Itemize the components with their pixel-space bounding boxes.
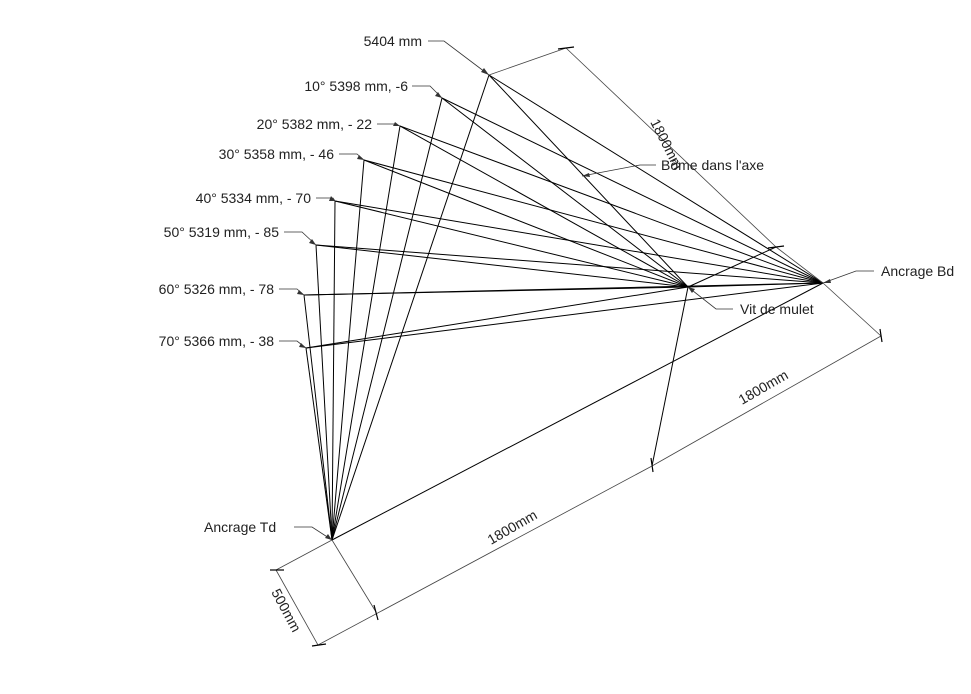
label-30deg: 30° 5358 mm, - 46 bbox=[219, 146, 335, 162]
label-boom: Bôme dans l'axe bbox=[661, 157, 764, 173]
dimension-left bbox=[270, 539, 333, 647]
dimension-right-label: 1800mm bbox=[736, 367, 791, 408]
label-gooseneck: Vit de mulet bbox=[740, 301, 814, 317]
leaders bbox=[279, 40, 874, 541]
label-50deg: 50° 5319 mm, - 85 bbox=[164, 224, 280, 240]
gooseneck-line bbox=[651, 286, 689, 467]
base-line bbox=[331, 282, 824, 541]
dimension-bottom bbox=[317, 465, 653, 646]
dimension-right bbox=[650, 282, 883, 473]
label-anchor-bd: Ancrage Bd bbox=[881, 263, 954, 279]
fan-bd-lines bbox=[303, 74, 824, 349]
label-60deg: 60° 5326 mm, - 78 bbox=[159, 281, 275, 297]
label-20deg: 20° 5382 mm, - 22 bbox=[257, 116, 373, 132]
dimension-upper bbox=[488, 46, 824, 284]
label-10deg: 10° 5398 mm, -6 bbox=[304, 78, 408, 94]
label-top-point: 5404 mm bbox=[364, 33, 422, 49]
label-40deg: 40° 5334 mm, - 70 bbox=[196, 190, 312, 206]
label-anchor-td: Ancrage Td bbox=[204, 519, 276, 535]
fan-td-lines bbox=[303, 74, 490, 541]
label-70deg: 70° 5366 mm, - 38 bbox=[159, 333, 275, 349]
